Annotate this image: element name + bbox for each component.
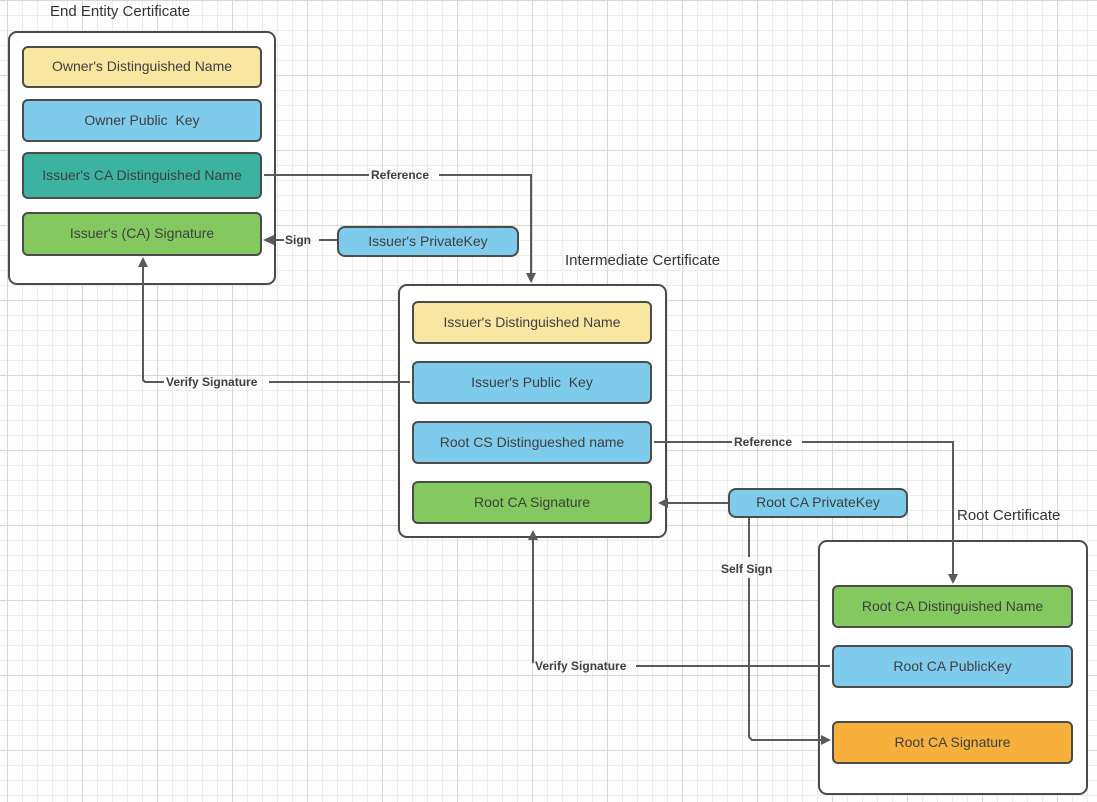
reference1-arrowhead xyxy=(526,273,536,283)
owner-public-key-box: Owner Public Key xyxy=(22,99,262,142)
verify-signature2-label: Verify Signature xyxy=(535,659,627,673)
reference1-label: Reference xyxy=(371,168,430,182)
root-ca-signature-orange-box: Root CA Signature xyxy=(832,721,1073,764)
owner-distinguished-name-box: Owner's Distinguished Name xyxy=(22,46,262,88)
issuer-distinguished-name-box: Issuer's Distinguished Name xyxy=(412,301,652,344)
issuers-privatekey-box: Issuer's PrivateKey xyxy=(337,226,519,257)
intermediate-certificate-title: Intermediate Certificate xyxy=(565,252,721,269)
self-sign-label: Self Sign xyxy=(721,562,773,576)
root-ca-public-key-box: Root CA PublicKey xyxy=(832,645,1073,688)
self-sign-arrow-segment xyxy=(748,578,821,741)
root-cs-distinguished-name-box: Root CS Distingueshed name xyxy=(412,421,652,464)
root-certificate-title: Root Certificate xyxy=(957,507,1061,524)
verify-signature1-label: Verify Signature xyxy=(166,375,258,389)
end-entity-certificate-title: End Entity Certificate xyxy=(50,3,191,20)
issuer-public-key-box: Issuer's Public Key xyxy=(412,361,652,404)
root-ca-signature-green-box: Root CA Signature xyxy=(412,481,652,524)
root-ca-distinguished-name-box: Root CA Distinguished Name xyxy=(832,585,1073,628)
reference1-arrow-segment xyxy=(439,174,532,274)
sign-label: Sign xyxy=(285,233,311,247)
root-ca-privatekey-box: Root CA PrivateKey xyxy=(728,488,908,518)
reference2-label: Reference xyxy=(734,435,793,449)
issuer-ca-signature-box: Issuer's (CA) Signature xyxy=(22,212,262,256)
issuer-ca-distinguished-name-box: Issuer's CA Distinguished Name xyxy=(22,152,262,199)
